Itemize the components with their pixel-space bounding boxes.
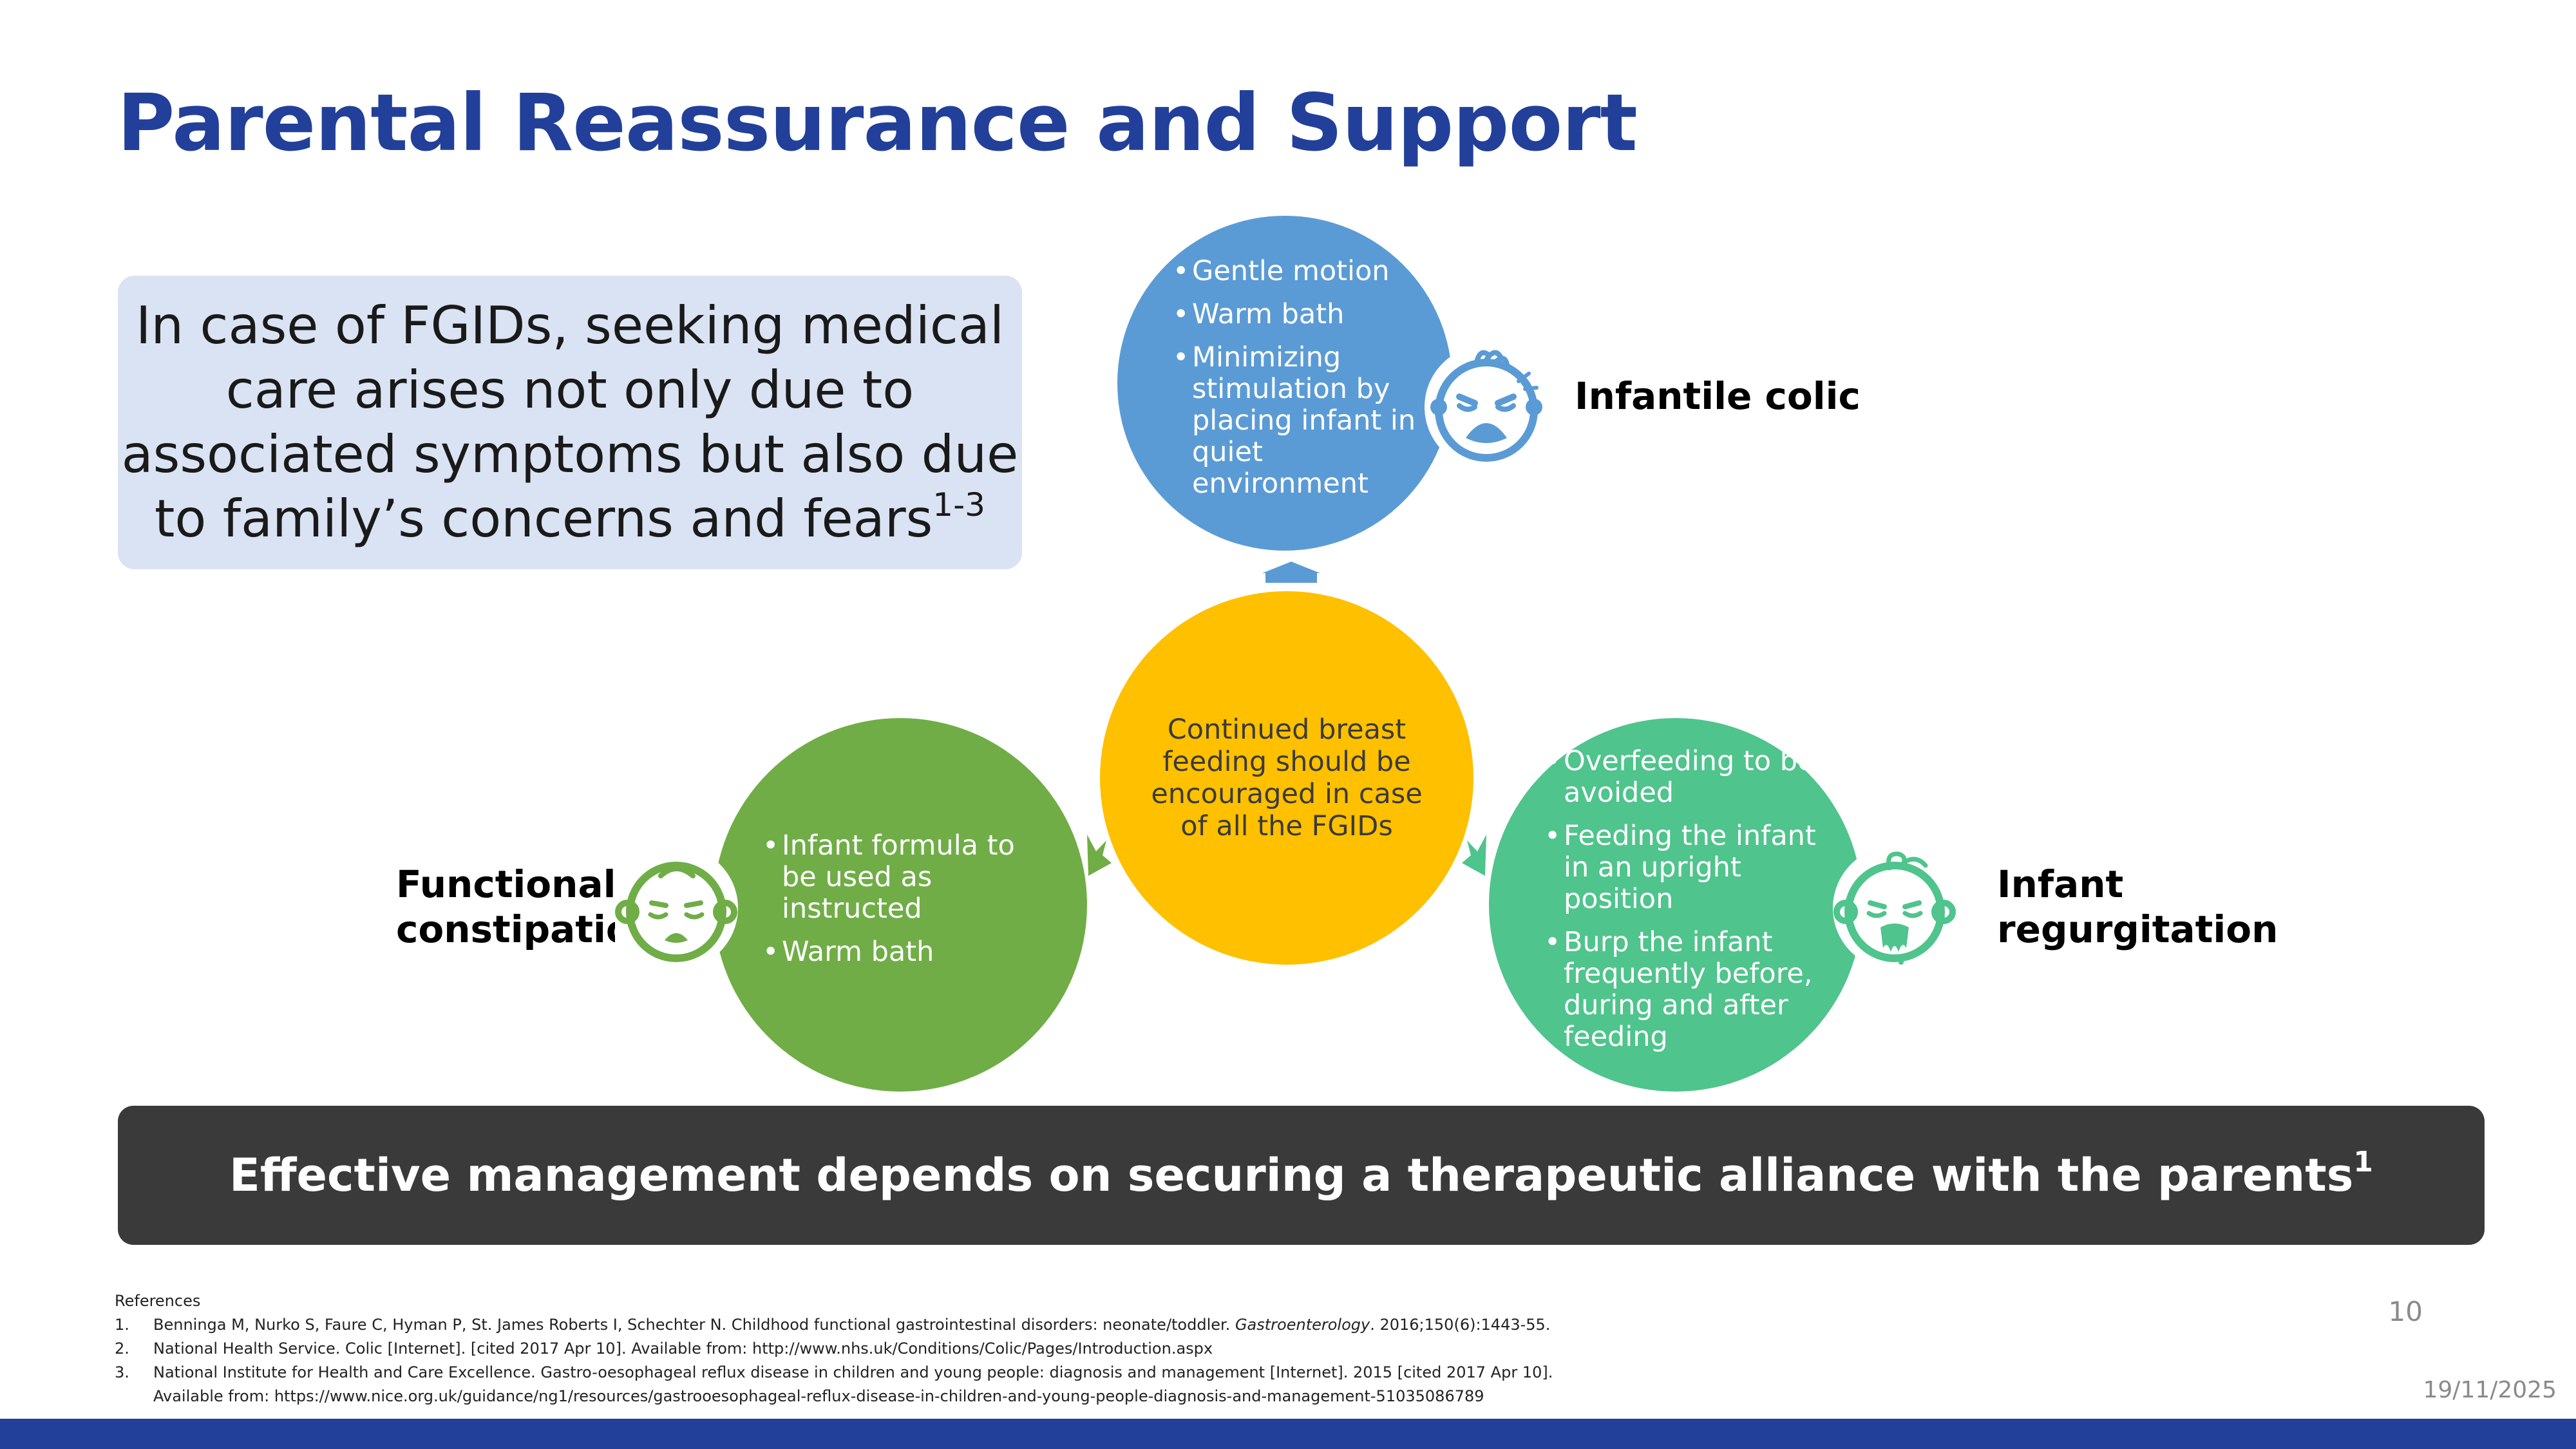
- reference-journal: Gastroenterology: [1235, 1316, 1370, 1334]
- slide-date: 19/11/2025: [2423, 1377, 2557, 1403]
- center-circle-text: Continued breast feeding should be encou…: [1151, 714, 1423, 842]
- reference-text-line2: Available from: https://www.nice.org.uk/…: [153, 1387, 1484, 1405]
- page-title: Parental Reassurance and Support: [117, 77, 1638, 169]
- references: References 1. Benninga M, Nurko S, Faure …: [115, 1289, 1553, 1408]
- infant-regurgitation-circle: Overfeeding to be avoided Feeding the in…: [1489, 718, 1862, 1092]
- list-item: Warm bath: [762, 936, 1042, 969]
- list-item: Minimizing stimulation by placing infant…: [1173, 341, 1426, 500]
- infantile-colic-list: Gentle motion Warm bath Minimizing stimu…: [1173, 255, 1426, 511]
- reference-text: National Health Service. Colic [Internet…: [153, 1340, 1213, 1358]
- list-item: Infant formula to be used as instructed: [762, 830, 1042, 925]
- uncomfortable-baby-icon: [614, 846, 738, 970]
- key-message-banner: Effective management depends on securing…: [118, 1106, 2485, 1245]
- key-message-citation: 1: [2353, 1146, 2373, 1179]
- functional-constipation-circle: Infant formula to be used as instructed …: [714, 718, 1087, 1092]
- list-item: Burp the infant frequently before, durin…: [1544, 926, 1824, 1053]
- arrow-up-to-colic: [1262, 562, 1320, 583]
- functional-constipation-label-line2: constipation: [396, 907, 615, 951]
- reference-text: . 2016;150(6):1443-55.: [1370, 1316, 1551, 1334]
- list-item: Overfeeding to be avoided: [1544, 745, 1824, 809]
- list-item: Feeding the infant in an upright positio…: [1544, 820, 1824, 915]
- center-breastfeeding-circle: Continued breast feeding should be encou…: [1100, 591, 1473, 965]
- infant-regurgitation-label: Infant regurgitation: [1997, 862, 2278, 952]
- crying-baby-icon: [1425, 345, 1548, 469]
- infantile-colic-label: Infantile colic: [1575, 374, 1861, 418]
- infant-regurgitation-list: Overfeeding to be avoided Feeding the in…: [1544, 745, 1824, 1065]
- list-item: Warm bath: [1173, 298, 1426, 330]
- key-message-text: Effective management depends on securing…: [229, 1146, 2373, 1202]
- functional-constipation-label: Functional constipation: [396, 862, 615, 952]
- fgid-info-text: In case of FGIDs, seeking medical care a…: [118, 294, 1022, 551]
- key-message-body: Effective management depends on securing…: [229, 1149, 2354, 1202]
- functional-constipation-label-line1: Functional: [396, 862, 615, 906]
- arrow-right-to-regurgitation: [1462, 835, 1486, 876]
- references-title: References: [115, 1292, 201, 1310]
- page-number: 10: [2388, 1296, 2423, 1327]
- arrow-left-to-constipation: [1087, 835, 1112, 876]
- reference-item: 1. Benninga M, Nurko S, Faure C, Hyman P,…: [115, 1313, 1553, 1337]
- reference-number: 3.: [115, 1363, 129, 1381]
- references-list: 1. Benninga M, Nurko S, Faure C, Hyman P,…: [115, 1313, 1553, 1408]
- reference-number: 1.: [115, 1316, 129, 1334]
- infantile-colic-circle: Gentle motion Warm bath Minimizing stimu…: [1117, 216, 1452, 551]
- reference-item: 2. National Health Service. Colic [Intern…: [115, 1337, 1553, 1361]
- list-item: Gentle motion: [1173, 255, 1426, 287]
- reference-number: 2.: [115, 1340, 129, 1358]
- reference-text: National Institute for Health and Care E…: [153, 1363, 1553, 1381]
- reference-item: 3. National Institute for Health and Care…: [115, 1361, 1553, 1408]
- reference-text: Benninga M, Nurko S, Faure C, Hyman P, S…: [153, 1316, 1235, 1334]
- spitting-up-baby-icon: [1833, 846, 1956, 970]
- footer-bar: [0, 1419, 2576, 1449]
- infant-regurgitation-label-line2: regurgitation: [1997, 907, 2278, 951]
- infant-regurgitation-label-line1: Infant: [1997, 862, 2124, 906]
- fgid-info-body: In case of FGIDs, seeking medical care a…: [121, 296, 1019, 549]
- fgid-info-box: In case of FGIDs, seeking medical care a…: [118, 276, 1022, 569]
- functional-constipation-list: Infant formula to be used as instructed …: [762, 830, 1042, 980]
- fgid-info-citation: 1-3: [933, 486, 985, 524]
